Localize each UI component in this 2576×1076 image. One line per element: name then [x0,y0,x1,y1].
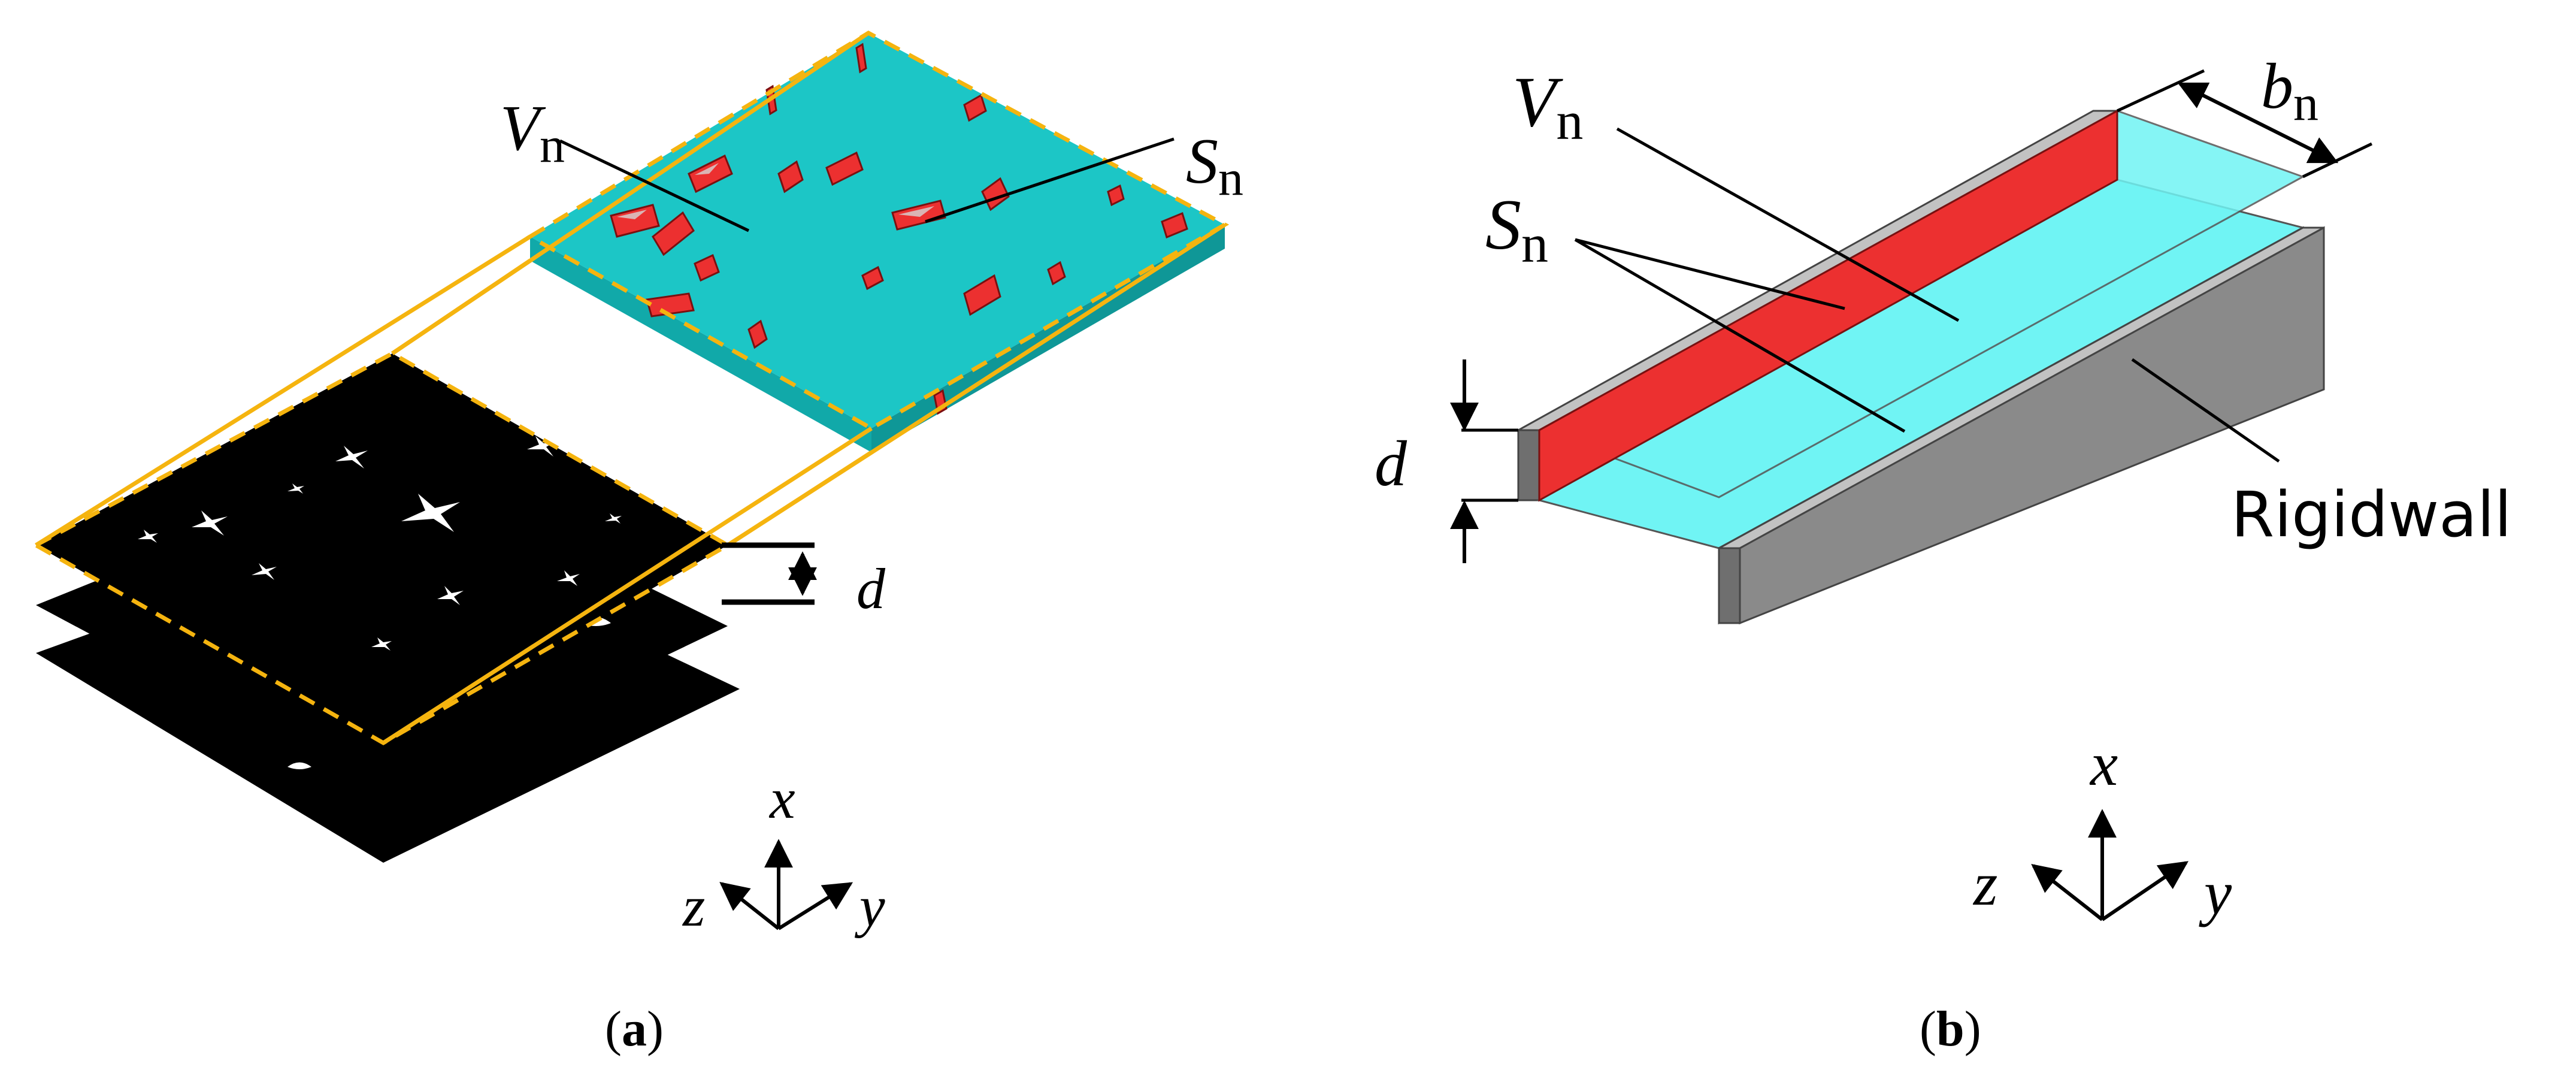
slice-top [36,353,728,743]
label-vn-a: Vn [500,93,565,173]
caption-a: (a) [605,1001,664,1057]
pore-surfaces [610,43,1188,415]
label-d-a: d [856,557,886,621]
rigid-wall-near [1718,226,2325,625]
label-rigidwall: Rigidwall [2231,478,2512,551]
leader-s-a [925,137,1175,223]
label-sn-a: Sn [1186,126,1243,206]
label-d-b: d [1375,428,1407,500]
extraction-lines [35,31,1226,745]
axis-x-a: x [768,766,795,830]
thickness-dimension-b [1450,359,1518,563]
leader-wall [2131,358,2280,463]
leader-v-a [559,139,750,232]
axis-x-b: x [2089,730,2118,799]
axes-triad-a [719,839,853,930]
label-vn-b: Vn [1512,62,1583,151]
caption-b: (b) [1920,1001,1981,1057]
rigid-wall-far [1515,110,2118,501]
axis-z-a: z [682,874,705,938]
panel-a: d Vn Sn x y z (a) [31,30,1243,1057]
pore-volume-slab [526,30,1230,452]
axis-z-b: z [1972,850,1997,918]
axis-y-b: y [2199,859,2232,927]
leader-s-b-1 [1575,238,1845,310]
axes-triad-b [2031,809,2188,921]
leader-v-b [1616,127,1960,322]
pore-spaces [138,436,622,651]
label-sn-b: Sn [1485,185,1548,274]
leader-s-b-2 [1574,238,1906,433]
panel-b: bn d Vn Sn Rigidwall x y z (b) [1375,51,2512,1057]
axis-y-a: y [854,874,885,938]
width-dimension-b [2116,69,2373,179]
thickness-dimension-a [722,542,817,605]
label-bn: bn [2261,51,2318,131]
